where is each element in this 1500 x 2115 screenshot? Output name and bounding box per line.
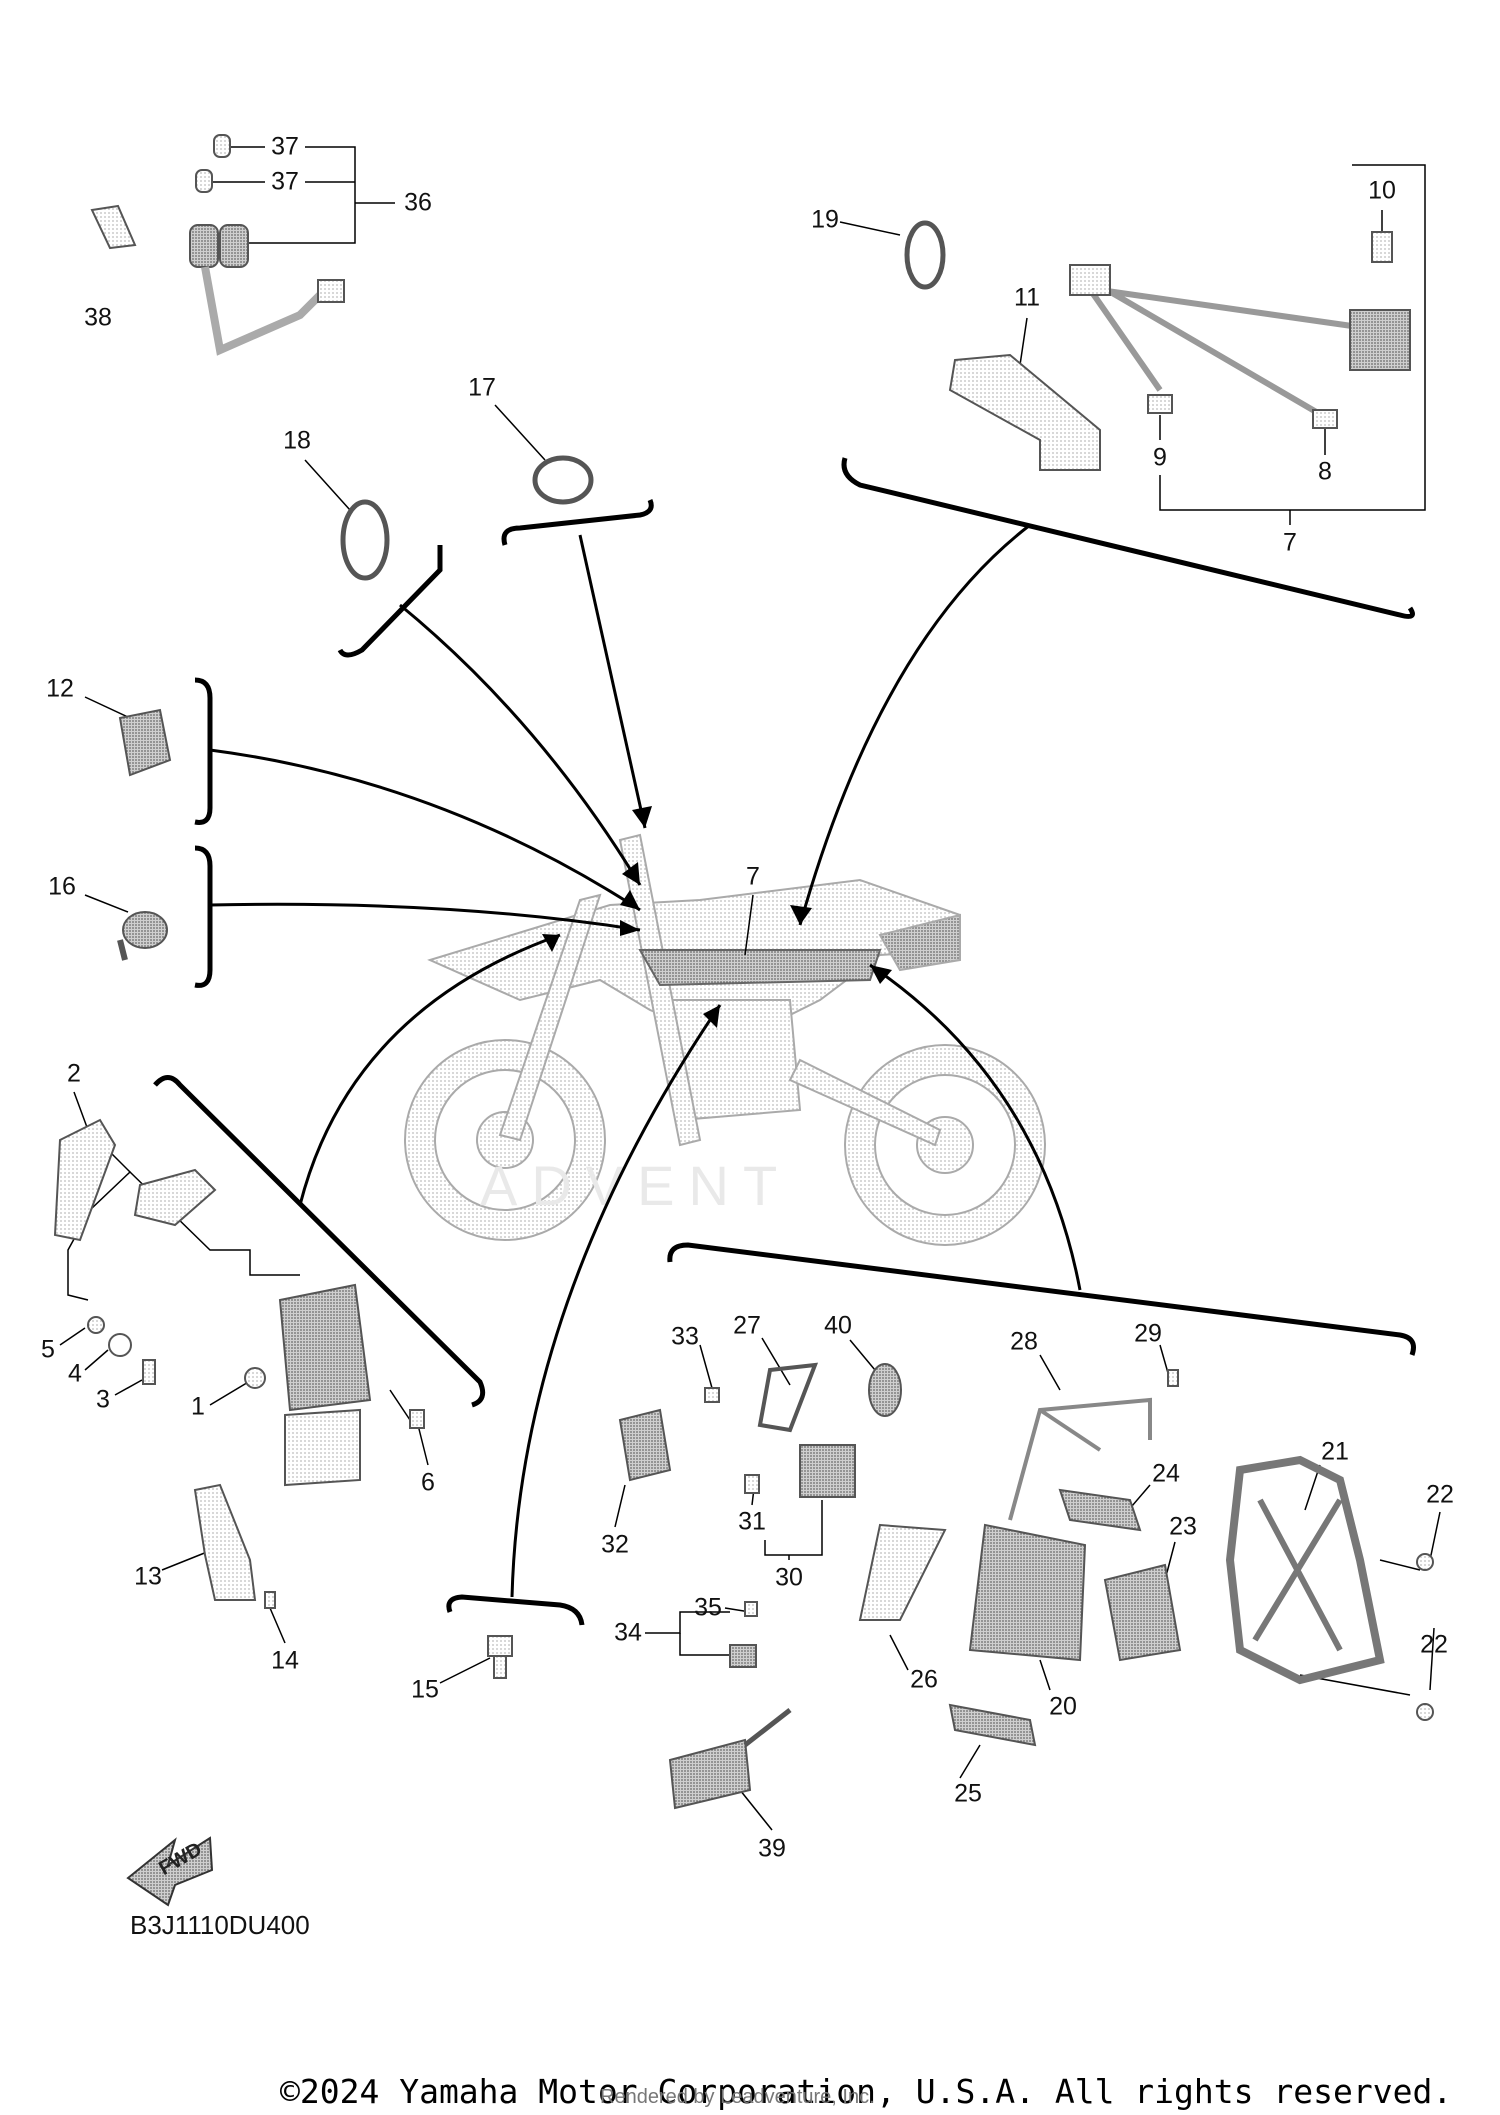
callout-c32: 32 (601, 1530, 629, 1559)
copyright-notice: ©2024 Yamaha Motor Corporation, U.S.A. A… (280, 2072, 1453, 2111)
forward-direction-icon (126, 1836, 214, 1907)
callout-c20: 20 (1049, 1692, 1077, 1721)
callout-c13: 13 (134, 1562, 162, 1591)
motorcycle-illustration (404, 833, 1046, 1246)
callout-c8: 8 (1318, 457, 1332, 486)
rendered-by-notice: Rendered by Leadventure, Inc. (600, 2086, 875, 2108)
group-brackets (153, 457, 1416, 1626)
callout-c10: 10 (1368, 176, 1396, 205)
arrow-heads (542, 806, 892, 1028)
callout-c28: 28 (1010, 1327, 1038, 1356)
callout-c33: 33 (671, 1322, 699, 1351)
watermark-text: ADVENT (480, 1154, 791, 1217)
callout-c4: 4 (68, 1359, 82, 1388)
callout-c5: 5 (41, 1335, 55, 1364)
callout-c21: 21 (1321, 1437, 1349, 1466)
part-drawings (53, 134, 1434, 1810)
callout-c22a: 22 (1426, 1480, 1454, 1509)
callout-c30: 30 (775, 1563, 803, 1592)
leader-curves (209, 523, 1082, 1598)
callout-c12: 12 (46, 674, 74, 703)
callout-c34: 34 (614, 1618, 642, 1647)
callout-c19: 19 (811, 205, 839, 234)
callout-c29: 29 (1134, 1319, 1162, 1348)
callout-c7a: 7 (1283, 528, 1297, 557)
callout-c14: 14 (271, 1646, 299, 1675)
callout-c25: 25 (954, 1779, 982, 1808)
callout-leaders (59, 146, 1441, 1831)
callout-c1: 1 (191, 1392, 205, 1421)
callout-c31: 31 (738, 1507, 766, 1536)
callout-c11: 11 (1014, 283, 1040, 312)
callout-c18: 18 (283, 426, 311, 455)
callout-c37b: 37 (271, 167, 299, 196)
callout-c40: 40 (824, 1311, 852, 1340)
callout-c26: 26 (910, 1665, 938, 1694)
callout-c38: 38 (84, 303, 112, 332)
callout-c22b: 22 (1420, 1630, 1448, 1659)
callout-c16: 16 (48, 872, 76, 901)
callout-c24: 24 (1152, 1459, 1180, 1488)
callout-c15: 15 (411, 1675, 439, 1704)
callout-c23: 23 (1169, 1512, 1197, 1541)
callout-c9: 9 (1153, 443, 1167, 472)
callout-c35: 35 (694, 1593, 722, 1622)
callout-c37a: 37 (271, 132, 299, 161)
callout-c39: 39 (758, 1834, 786, 1863)
callout-c27: 27 (733, 1311, 761, 1340)
callout-c7b: 7 (746, 862, 760, 891)
callout-c3: 3 (96, 1385, 110, 1414)
callout-c2: 2 (67, 1059, 81, 1088)
callout-c36: 36 (404, 188, 432, 217)
callout-c6: 6 (421, 1468, 435, 1497)
diagram-code: B3J1110DU400 (130, 1910, 310, 1940)
callout-c17: 17 (468, 373, 496, 402)
